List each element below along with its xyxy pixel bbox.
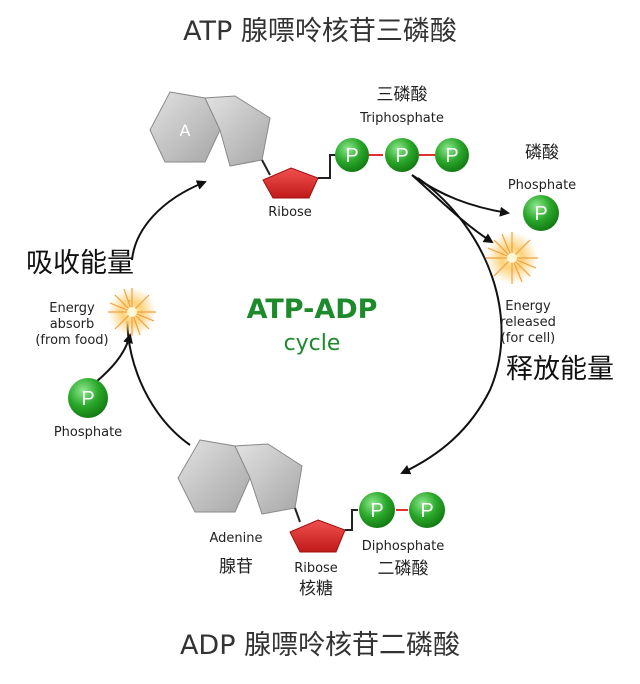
adp-adenine-cn: 腺苷 [219,557,253,577]
atp-bond-adenine-ribose [261,159,271,176]
adp-adenine-label: Adenine [209,531,262,546]
adp-molecule: P P Adenine 腺苷 Ribose 核糖 Diphosphate 二磷酸 [177,439,445,599]
energy-absorb-line2: absorb [50,317,95,332]
energy-release-burst [486,232,538,284]
energy-absorb-burst [108,288,156,336]
atp-adenine-pentagon-ring [204,95,271,167]
released-phosphate-ball [523,195,559,231]
energy-absorb-core [127,307,137,317]
atp-triphosphate-en: Triphosphate [359,111,444,126]
energy-absorb-cn: 吸收能量 [26,248,134,279]
center-label-line1: ATP-ADP [247,294,378,325]
input-phosphate: P Phosphate [54,378,122,440]
adp-phosphate-2-label: P [420,500,433,522]
adp-bond-adenine-ribose [294,507,301,523]
atp-phosphate-1 [335,138,369,172]
adp-ribose-label: Ribose [294,561,338,576]
energy-release-line2: released [500,315,556,330]
title-top: ATP 腺嘌呤核苷三磷酸 [183,16,457,47]
atp-ribose-label: Ribose [268,205,312,220]
atp-adenine-letter: A [180,121,191,140]
title-bottom: ADP 腺嘌呤核苷二磷酸 [180,630,460,661]
atp-bond-ribose-phosphate [318,154,337,179]
energy-absorb-line3: (from food) [35,333,108,348]
released-phosphate-en: Phosphate [508,178,576,193]
atp-phosphate-3-label: P [445,145,458,167]
phosphate-release-arrow [411,174,510,217]
atp-ribose-pentagon [262,167,319,199]
adp-adenine-pentagon-ring [234,443,303,515]
cycle-arc-right-arrow [400,177,503,475]
atp-phosphate-2-label: P [395,145,408,167]
atp-phosphate-2 [385,138,419,172]
input-phosphate-en: Phosphate [54,425,122,440]
energy-release-line3: (for cell) [501,331,556,346]
released-phosphate: 磷酸 Phosphate P [508,143,576,231]
adp-phosphate-1-label: P [370,500,383,522]
input-phosphate-ball [68,378,108,418]
cycle-arc-left-upper-arrow [131,180,207,261]
energy-absorb-line1: Energy [49,301,95,316]
input-phosphate-letter: P [81,388,94,410]
adp-phosphate-2 [409,492,445,528]
center-label-line2: cycle [284,331,341,356]
adp-ribose-cn: 核糖 [299,579,333,599]
atp-phosphate-3 [435,138,469,172]
adp-ribose-pentagon [289,519,346,553]
atp-triphosphate-cn: 三磷酸 [377,85,428,105]
adp-diphosphate-en: Diphosphate [362,539,444,554]
energy-release-arrow [411,174,494,244]
energy-release-core [507,253,517,263]
adp-bond-ribose-phosphate [345,509,358,531]
phosphate-input-arrow [95,333,133,383]
energy-release-line1: Energy [505,299,551,314]
released-phosphate-cn: 磷酸 [525,143,559,163]
atp-phosphate-1-label: P [345,145,358,167]
atp-molecule: A Ribose P P P 三磷酸 Triphosphate [149,85,469,220]
energy-release-cn: 释放能量 [506,354,614,385]
adp-phosphate-1 [359,492,395,528]
released-phosphate-letter: P [534,203,547,225]
adp-diphosphate-cn: 二磷酸 [378,559,429,579]
